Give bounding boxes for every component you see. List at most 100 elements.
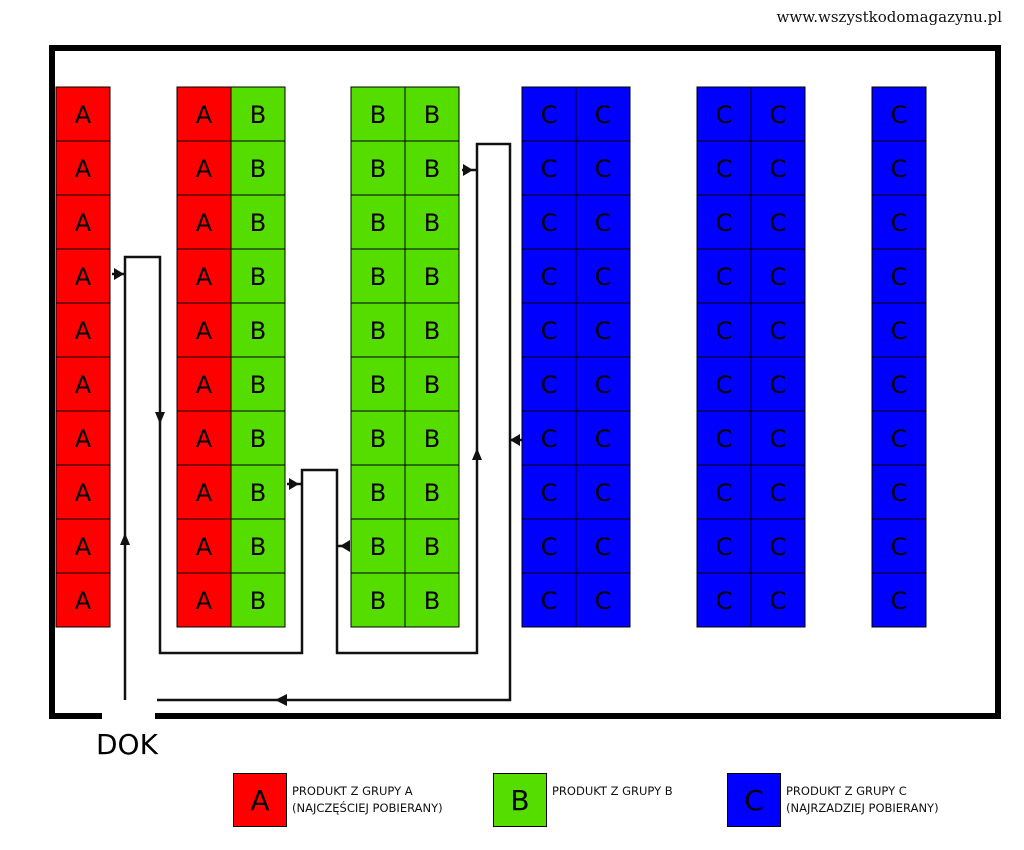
legend-text-c-line1: PRODUKT Z GRUPY C [786,784,907,798]
rack-slot-c: C [871,86,927,142]
rack-slot-c: C [871,572,927,628]
arrow-up-icon [120,533,130,545]
rack-slot-b: B [230,194,286,250]
slot-fill [55,356,111,412]
slot-label: C [770,479,787,507]
rack-slot-b: B [230,248,286,304]
rack-slot-a: A [176,194,232,250]
slot-fill [404,356,460,412]
slot-label: C [891,533,908,561]
storage-racks: AAAAAAAAAAAAAAAAAAAABBBBBBBBBBBBBBBBBBBB… [55,86,927,628]
slot-label: B [424,101,440,129]
rack-slot-b: B [350,464,406,520]
rack-slot-a: A [176,248,232,304]
slot-label: B [370,371,386,399]
slot-label: B [250,587,266,615]
slot-label: B [250,479,266,507]
slot-label: B [370,155,386,183]
rack-slot-c: C [575,86,631,142]
rack-slot-c: C [871,302,927,358]
slot-fill [350,464,406,520]
rack-slot-c: C [696,248,752,304]
rack-slot-b: B [404,356,460,412]
rack-slot-c: C [696,140,752,196]
rack-slot-b: B [230,572,286,628]
rack-slot-c: C [696,86,752,142]
slot-fill [350,248,406,304]
rack-slot-c: C [871,194,927,250]
slot-label: C [770,533,787,561]
arrow-down-icon [155,412,165,424]
rack-slot-c: C [575,356,631,412]
slot-label: A [196,317,213,345]
rack-slot-a: A [176,572,232,628]
rack-slot-a: A [55,140,111,196]
rack-slot-c: C [696,464,752,520]
slot-fill [55,464,111,520]
slot-label: B [250,209,266,237]
slot-label: C [595,371,612,399]
slot-fill [750,86,806,142]
rack-slot-c: C [696,356,752,412]
slot-fill [750,140,806,196]
slot-fill [750,356,806,412]
slot-label: C [716,479,733,507]
slot-label: C [770,263,787,291]
slot-label: C [891,209,908,237]
slot-label: C [716,317,733,345]
slot-fill [55,248,111,304]
rack-slot-b: B [350,518,406,574]
slot-fill [521,248,577,304]
slot-fill [176,140,232,196]
slot-label: A [75,101,92,129]
slot-fill [696,572,752,628]
rack-slot-b: B [404,86,460,142]
slot-label: A [75,533,92,561]
slot-label: C [716,101,733,129]
slot-fill [871,86,927,142]
slot-label: B [250,533,266,561]
slot-fill [350,410,406,466]
slot-fill [176,356,232,412]
rack-slot-c: C [750,464,806,520]
slot-label: B [250,425,266,453]
slot-label: C [891,479,908,507]
rack-slot-b: B [350,248,406,304]
slot-fill [176,572,232,628]
slot-label: A [196,155,213,183]
rack-slot-a: A [176,140,232,196]
slot-label: A [196,209,213,237]
slot-fill [521,572,577,628]
slot-fill [55,410,111,466]
rack-slot-c: C [521,518,577,574]
rack-slot-a: A [55,572,111,628]
slot-label: C [595,317,612,345]
rack-slot-b: B [230,410,286,466]
slot-fill [871,410,927,466]
slot-label: C [770,587,787,615]
rack-slot-c: C [750,86,806,142]
rack-slot-c: C [750,302,806,358]
slot-fill [350,302,406,358]
legend-text-a: PRODUKT Z GRUPY A (NAJCZĘŚCIEJ POBIERANY… [292,783,443,817]
rack-slot-a: A [55,248,111,304]
slot-label: C [595,209,612,237]
rack-slot-b: B [350,140,406,196]
warehouse-walls [49,45,1001,719]
slot-fill [575,518,631,574]
slot-fill [871,194,927,250]
slot-fill [230,248,286,304]
rack-slot-a: A [176,410,232,466]
slot-fill [521,518,577,574]
rack-slot-b: B [230,464,286,520]
slot-fill [521,302,577,358]
rack-slot-c: C [575,410,631,466]
slot-fill [750,248,806,304]
slot-fill [55,86,111,142]
slot-label: C [595,101,612,129]
slot-label: A [75,479,92,507]
arrow-left-icon [275,694,287,706]
